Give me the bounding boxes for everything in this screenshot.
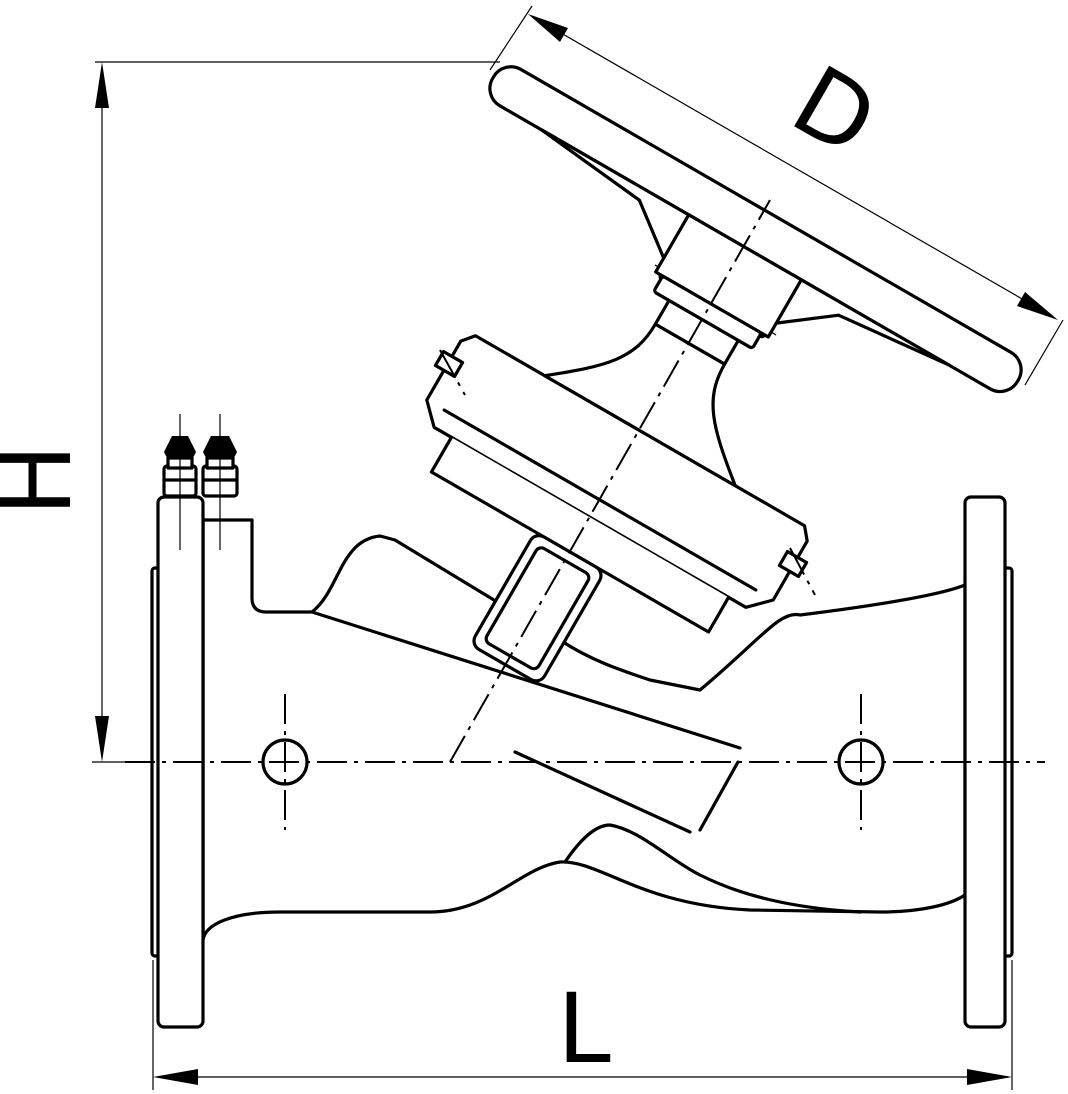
dimension-h: H bbox=[0, 61, 500, 763]
dimension-l: L bbox=[152, 960, 1013, 1090]
bolt-hole-left bbox=[261, 738, 309, 786]
test-point-right bbox=[201, 414, 239, 550]
handwheel-rim bbox=[488, 65, 1023, 394]
seat-line-lower bbox=[513, 750, 692, 834]
handwheel bbox=[488, 65, 1023, 394]
dimension-label-d: D bbox=[774, 44, 894, 178]
body-inner-curve bbox=[563, 823, 862, 914]
test-point-left bbox=[162, 414, 198, 550]
body-outline bbox=[201, 518, 967, 942]
seat-line-upper bbox=[310, 610, 742, 750]
dimension-label-l: L bbox=[557, 973, 610, 1085]
stem-axis bbox=[449, 199, 771, 763]
valve-body bbox=[201, 518, 967, 942]
handwheel-collar bbox=[653, 275, 762, 350]
dimension-d: D bbox=[489, 5, 1064, 386]
center-lines bbox=[125, 199, 1045, 830]
bolt-hole-right bbox=[837, 738, 885, 786]
seat-line-right bbox=[698, 760, 740, 832]
dimension-label-h: H bbox=[0, 444, 93, 516]
bolt-holes bbox=[261, 738, 885, 786]
bonnet-bolt-left bbox=[433, 349, 465, 379]
